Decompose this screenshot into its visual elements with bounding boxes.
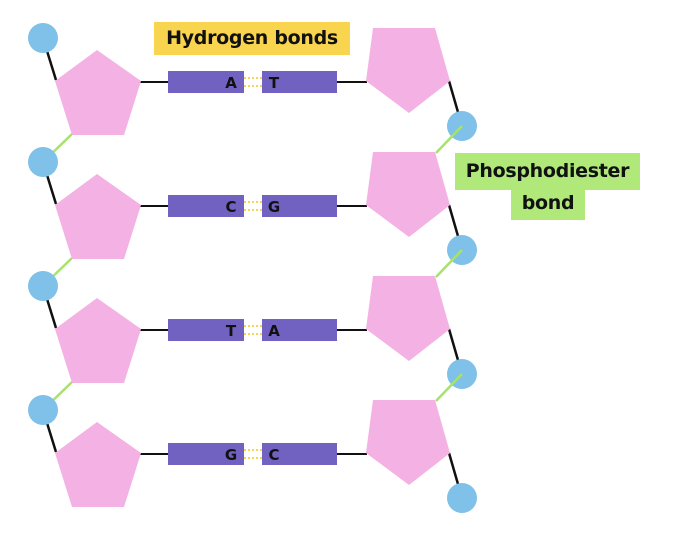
right-phosphodiester-bond [435,125,463,154]
phosphodiester-label-line1: Phosphodiester [455,153,640,190]
hydrogen-bonds-label: Hydrogen bonds [154,22,350,55]
left-base-letter: A [225,74,237,92]
right-base-bar [262,443,337,465]
left-phosphate-circle [28,271,58,301]
left-base-bar [168,319,244,341]
left-base-bar [168,71,244,93]
left-base-letter: G [225,446,237,464]
left-base-bar [168,443,244,465]
right-base-bar [262,71,337,93]
right-sugar-pentagon [366,152,450,237]
phosphodiester-label-line2: bond [511,190,585,220]
left-base-letter: C [225,198,236,216]
left-sugar-pentagon [55,174,141,259]
right-sugar-pentagon [366,276,450,361]
right-base-bar [262,319,337,341]
left-phosphate-circle [28,395,58,425]
right-base-letter: C [268,446,279,464]
right-phosphodiester-bond [435,249,463,278]
left-phosphate-circle [28,23,58,53]
left-sugar-pentagon [55,422,141,507]
right-base-letter: G [268,198,280,216]
left-base-letter: T [226,322,237,340]
right-base-letter: T [269,74,280,92]
left-sugar-pentagon [55,50,141,135]
left-base-bar [168,195,244,217]
right-sugar-pentagon [366,28,450,113]
right-phosphate-circle [447,483,477,513]
right-base-letter: A [268,322,280,340]
right-base-bar [262,195,337,217]
right-sugar-pentagon [366,400,450,485]
left-sugar-pentagon [55,298,141,383]
left-phosphate-circle [28,147,58,177]
right-phosphodiester-bond [435,373,463,402]
